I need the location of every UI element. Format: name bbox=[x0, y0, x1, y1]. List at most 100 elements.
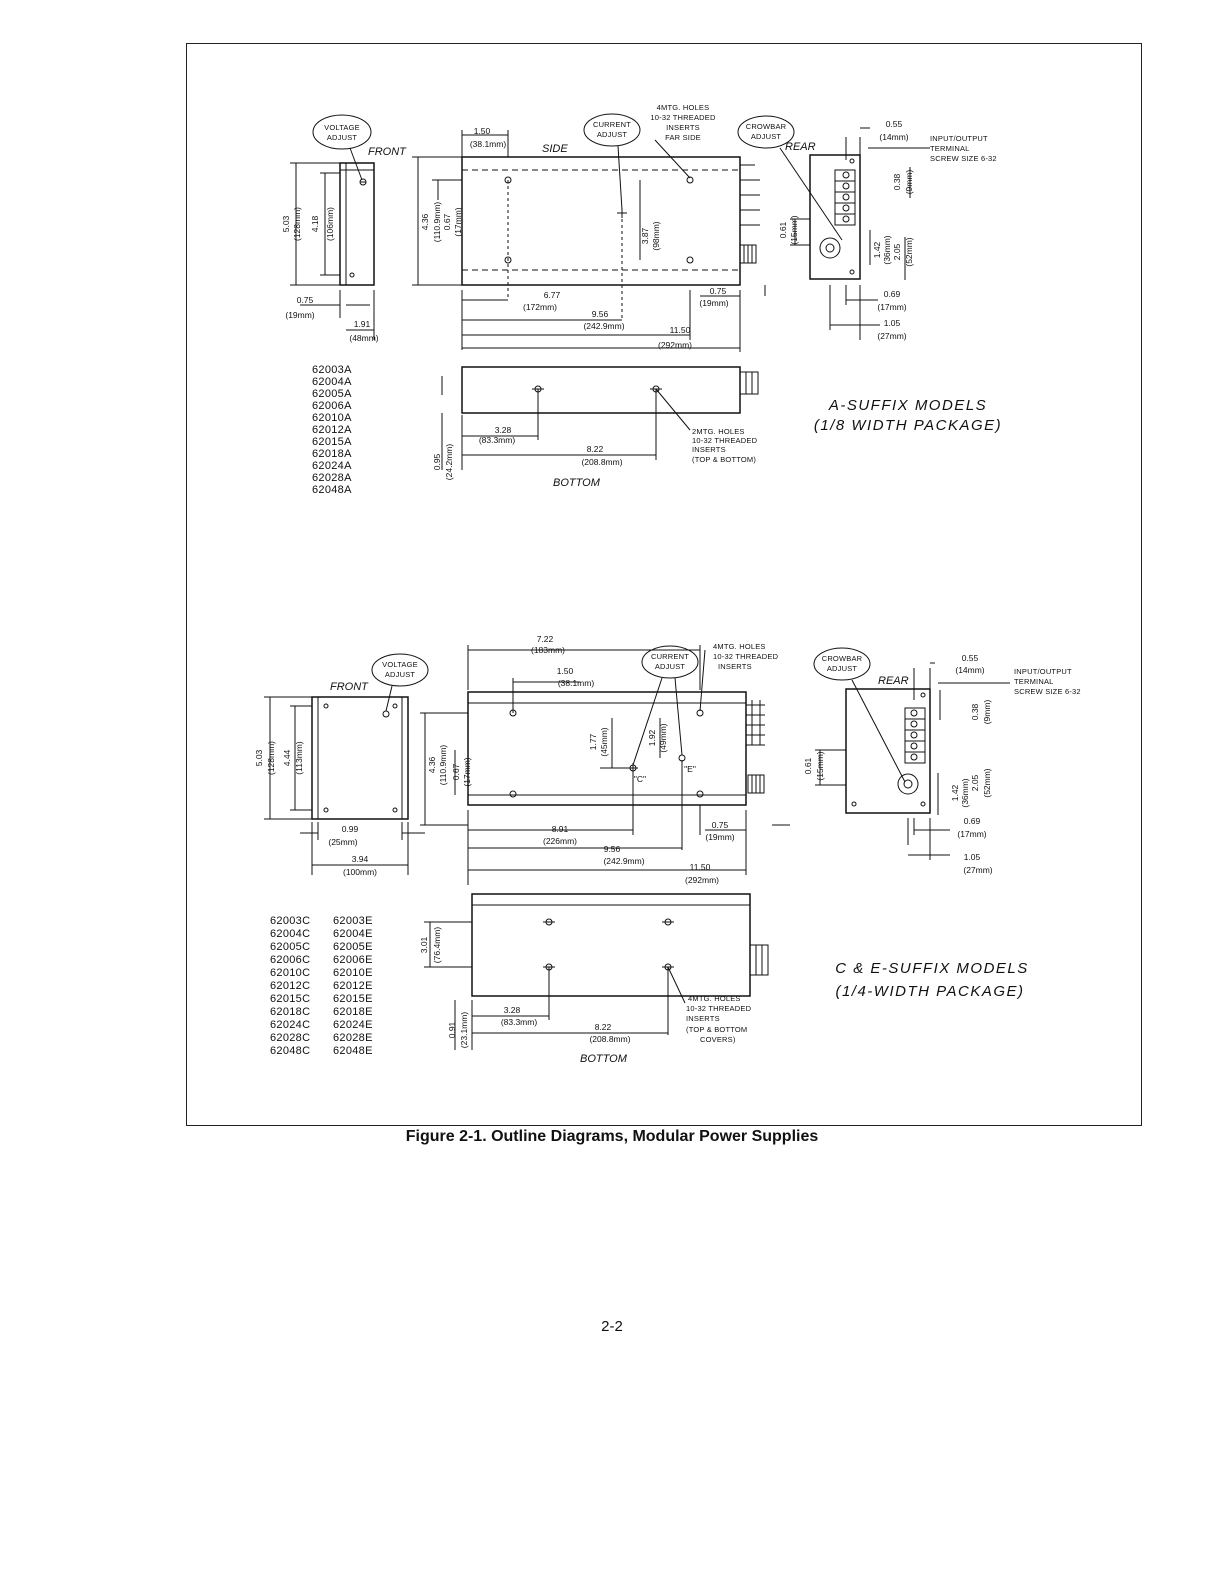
ce-dim-038: 0.38 bbox=[970, 703, 980, 720]
ce-dim-067: 0.67 bbox=[451, 763, 461, 780]
ce-front-label: FRONT bbox=[330, 681, 369, 693]
ce-dim-177: 1.77 bbox=[588, 733, 598, 750]
ce-bottom-view bbox=[424, 893, 769, 1050]
a-model-item: 62028A bbox=[312, 472, 352, 484]
ce-dim-891mm: (226mm) bbox=[543, 836, 577, 846]
ce-model-item: 62012E bbox=[333, 980, 373, 992]
a-dim-328mm: (83.3mm) bbox=[479, 435, 516, 445]
ce-model-item: 62024E bbox=[333, 1019, 373, 1031]
ce-dim-301mm: (76.4mm) bbox=[432, 927, 442, 964]
a-dim-418mm: (106mm) bbox=[325, 207, 335, 241]
ce-side-holes-1: 4MTG. HOLES bbox=[713, 642, 766, 651]
ce-dim-205mm: (52mm) bbox=[982, 768, 992, 797]
ce-current-text-1: CURRENT bbox=[651, 652, 689, 661]
a-front-label: FRONT bbox=[368, 146, 407, 158]
ce-model-item: 62015E bbox=[333, 993, 373, 1005]
a-dim-075: 0.75 bbox=[297, 295, 314, 305]
a-model-item: 62004A bbox=[312, 376, 352, 388]
ce-crowbar-text-1: CROWBAR bbox=[822, 654, 863, 663]
a-model-item: 62012A bbox=[312, 424, 352, 436]
ce-dim-142: 1.42 bbox=[950, 784, 960, 801]
ce-side-view bbox=[420, 645, 790, 885]
a-terminal-1: INPUT/OUTPUT bbox=[930, 134, 988, 143]
ce-dim-192mm: (49mm) bbox=[658, 723, 668, 752]
ce-dim-822: 8.22 bbox=[595, 1022, 612, 1032]
a-bottom-view bbox=[441, 366, 759, 470]
ce-dim-177mm: (45mm) bbox=[599, 727, 609, 756]
ce-model-item: 62018C bbox=[270, 1006, 310, 1018]
ce-dim-091mm: (23.1mm) bbox=[459, 1012, 469, 1049]
a-dim-418: 4.18 bbox=[310, 215, 320, 232]
ce-current-text-2: ADJUST bbox=[655, 662, 686, 671]
ce-dim-1150mm: (292mm) bbox=[685, 875, 719, 885]
ce-model-item: 62018E bbox=[333, 1006, 373, 1018]
a-crowbar-text-1: CROWBAR bbox=[746, 122, 787, 131]
a-model-item: 62024A bbox=[312, 460, 352, 472]
ce-terminal-3: SCREW SIZE 6-32 bbox=[1014, 687, 1081, 696]
ce-dim-055mm: (14mm) bbox=[955, 665, 984, 675]
a-voltage-text-1: VOLTAGE bbox=[324, 123, 360, 132]
ce-dim-061mm: (15mm) bbox=[815, 751, 825, 780]
ce-dim-061: 0.61 bbox=[803, 757, 813, 774]
ce-model-item: 62005E bbox=[333, 941, 373, 953]
a-current-text-2: ADJUST bbox=[597, 130, 628, 139]
ce-model-item: 62012C bbox=[270, 980, 310, 992]
a-dim-822mm: (208.8mm) bbox=[581, 457, 622, 467]
ce-model-item: 62024C bbox=[270, 1019, 310, 1031]
ce-model-item: 62028C bbox=[270, 1032, 310, 1044]
ce-model-item: 62006C bbox=[270, 954, 310, 966]
ce-dim-394: 3.94 bbox=[352, 854, 369, 864]
ce-dim-956mm: (242.9mm) bbox=[603, 856, 644, 866]
a-dim-387: 3.87 bbox=[640, 227, 650, 244]
ce-dim-099: 0.99 bbox=[342, 824, 359, 834]
ce-model-item: 62048C bbox=[270, 1045, 310, 1057]
ce-dim-722: 7.22 bbox=[537, 634, 554, 644]
ce-dim-038mm: (9mm) bbox=[982, 700, 992, 725]
ce-model-item: 62010C bbox=[270, 967, 310, 979]
ce-dim-067mm: (17mm) bbox=[462, 757, 472, 786]
ce-dim-055: 0.55 bbox=[962, 653, 979, 663]
a-dim-822: 8.22 bbox=[587, 444, 604, 454]
ce-dim-328mm: (83.3mm) bbox=[501, 1017, 538, 1027]
ce-dim-301: 3.01 bbox=[419, 936, 429, 953]
a-dim-061: 0.61 bbox=[778, 221, 788, 238]
a-dim-503: 5.03 bbox=[281, 215, 291, 232]
a-dim-191mm: (48mm) bbox=[349, 333, 378, 343]
a-terminal-2: TERMINAL bbox=[930, 144, 970, 153]
a-dim-067: 0.67 bbox=[442, 213, 452, 230]
ce-model-item: 62004E bbox=[333, 928, 373, 940]
ce-dim-891: 8.91 bbox=[552, 824, 569, 834]
a-dim-095mm: (24.2mm) bbox=[444, 444, 454, 481]
a-dim-061mm: (15mm) bbox=[789, 215, 799, 244]
ce-dim-503: 5.03 bbox=[254, 749, 264, 766]
a-model-item: 62018A bbox=[312, 448, 352, 460]
ce-bottom-holes-5: COVERS) bbox=[700, 1035, 736, 1044]
a-bottom-holes-3: INSERTS bbox=[692, 445, 726, 454]
a-dim-677mm: (172mm) bbox=[523, 302, 557, 312]
ce-dim-822mm: (208.8mm) bbox=[589, 1034, 630, 1044]
ce-bottom-holes-1: 4MTG. HOLES bbox=[688, 994, 741, 1003]
a-dim-503mm: (128mm) bbox=[292, 207, 302, 241]
ce-model-list-e: 62003E 62004E 62005E 62006E 62010E 62012… bbox=[333, 915, 373, 1057]
a-suffix-title-2: (1/8 WIDTH PACKAGE) bbox=[814, 417, 1002, 434]
ce-bottom-holes-2: 10-32 THREADED bbox=[686, 1004, 752, 1013]
page-number: 2-2 bbox=[601, 1318, 623, 1335]
a-model-item: 62010A bbox=[312, 412, 352, 424]
ce-dim-394mm: (100mm) bbox=[343, 867, 377, 877]
ce-dim-956: 9.56 bbox=[604, 844, 621, 854]
ce-dim-069mm: (17mm) bbox=[957, 829, 986, 839]
a-bottom-label: BOTTOM bbox=[553, 477, 601, 489]
a-suffix-title-1: A-SUFFIX MODELS bbox=[828, 397, 987, 414]
ce-dim-436mm: (110.9mm) bbox=[438, 745, 448, 786]
a-dim-387mm: (98mm) bbox=[651, 221, 661, 250]
a-model-item: 62015A bbox=[312, 436, 352, 448]
a-dim-1150: 11.50 bbox=[670, 325, 691, 335]
a-dim-105mm: (27mm) bbox=[877, 331, 906, 341]
a-model-item: 62048A bbox=[312, 484, 352, 496]
ce-dim-142mm: (36mm) bbox=[960, 778, 970, 807]
a-dim-055: 0.55 bbox=[886, 119, 903, 129]
ce-dim-444: 4.44 bbox=[282, 749, 292, 766]
ce-dim-069: 0.69 bbox=[964, 816, 981, 826]
a-dim-105: 1.05 bbox=[884, 318, 901, 328]
a-dim-1150mm: (292mm) bbox=[658, 340, 692, 350]
